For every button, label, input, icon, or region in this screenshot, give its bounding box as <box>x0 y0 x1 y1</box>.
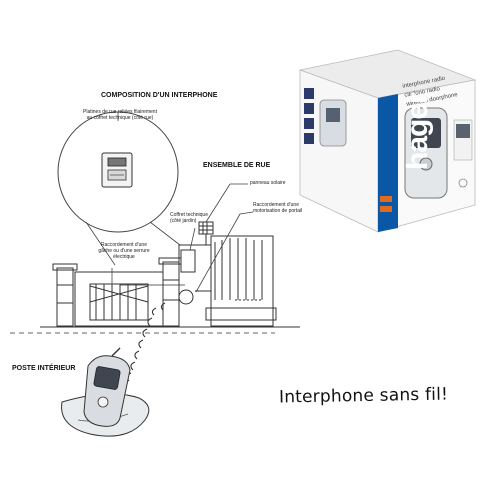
caption-text: Interphone sans fil! <box>278 384 449 408</box>
zoom-circle <box>57 111 181 266</box>
composition-title: COMPOSITION D'UN INTERPHONE <box>101 92 218 99</box>
platines-note: Platines de rue reliées filairement au c… <box>83 109 157 121</box>
panneau-label: panneau solaire <box>250 180 286 186</box>
radio-waves <box>123 302 166 392</box>
ensemble-title: ENSEMBLE DE RUE <box>203 162 271 169</box>
product-box <box>298 49 477 233</box>
gate-scene <box>40 221 300 328</box>
hager-logo: hager <box>401 93 434 170</box>
poste-title: POSTE INTÉRIEUR <box>12 365 76 372</box>
gache-label: Raccordement d'une gâche ou d'une serrur… <box>98 242 150 260</box>
indoor-handset <box>61 347 150 437</box>
coffret-label: Coffret technique (côté jardin) <box>170 212 208 224</box>
motorisation-label: Raccordement d'une motorisation de porta… <box>253 202 303 214</box>
callout-lines <box>111 183 254 293</box>
